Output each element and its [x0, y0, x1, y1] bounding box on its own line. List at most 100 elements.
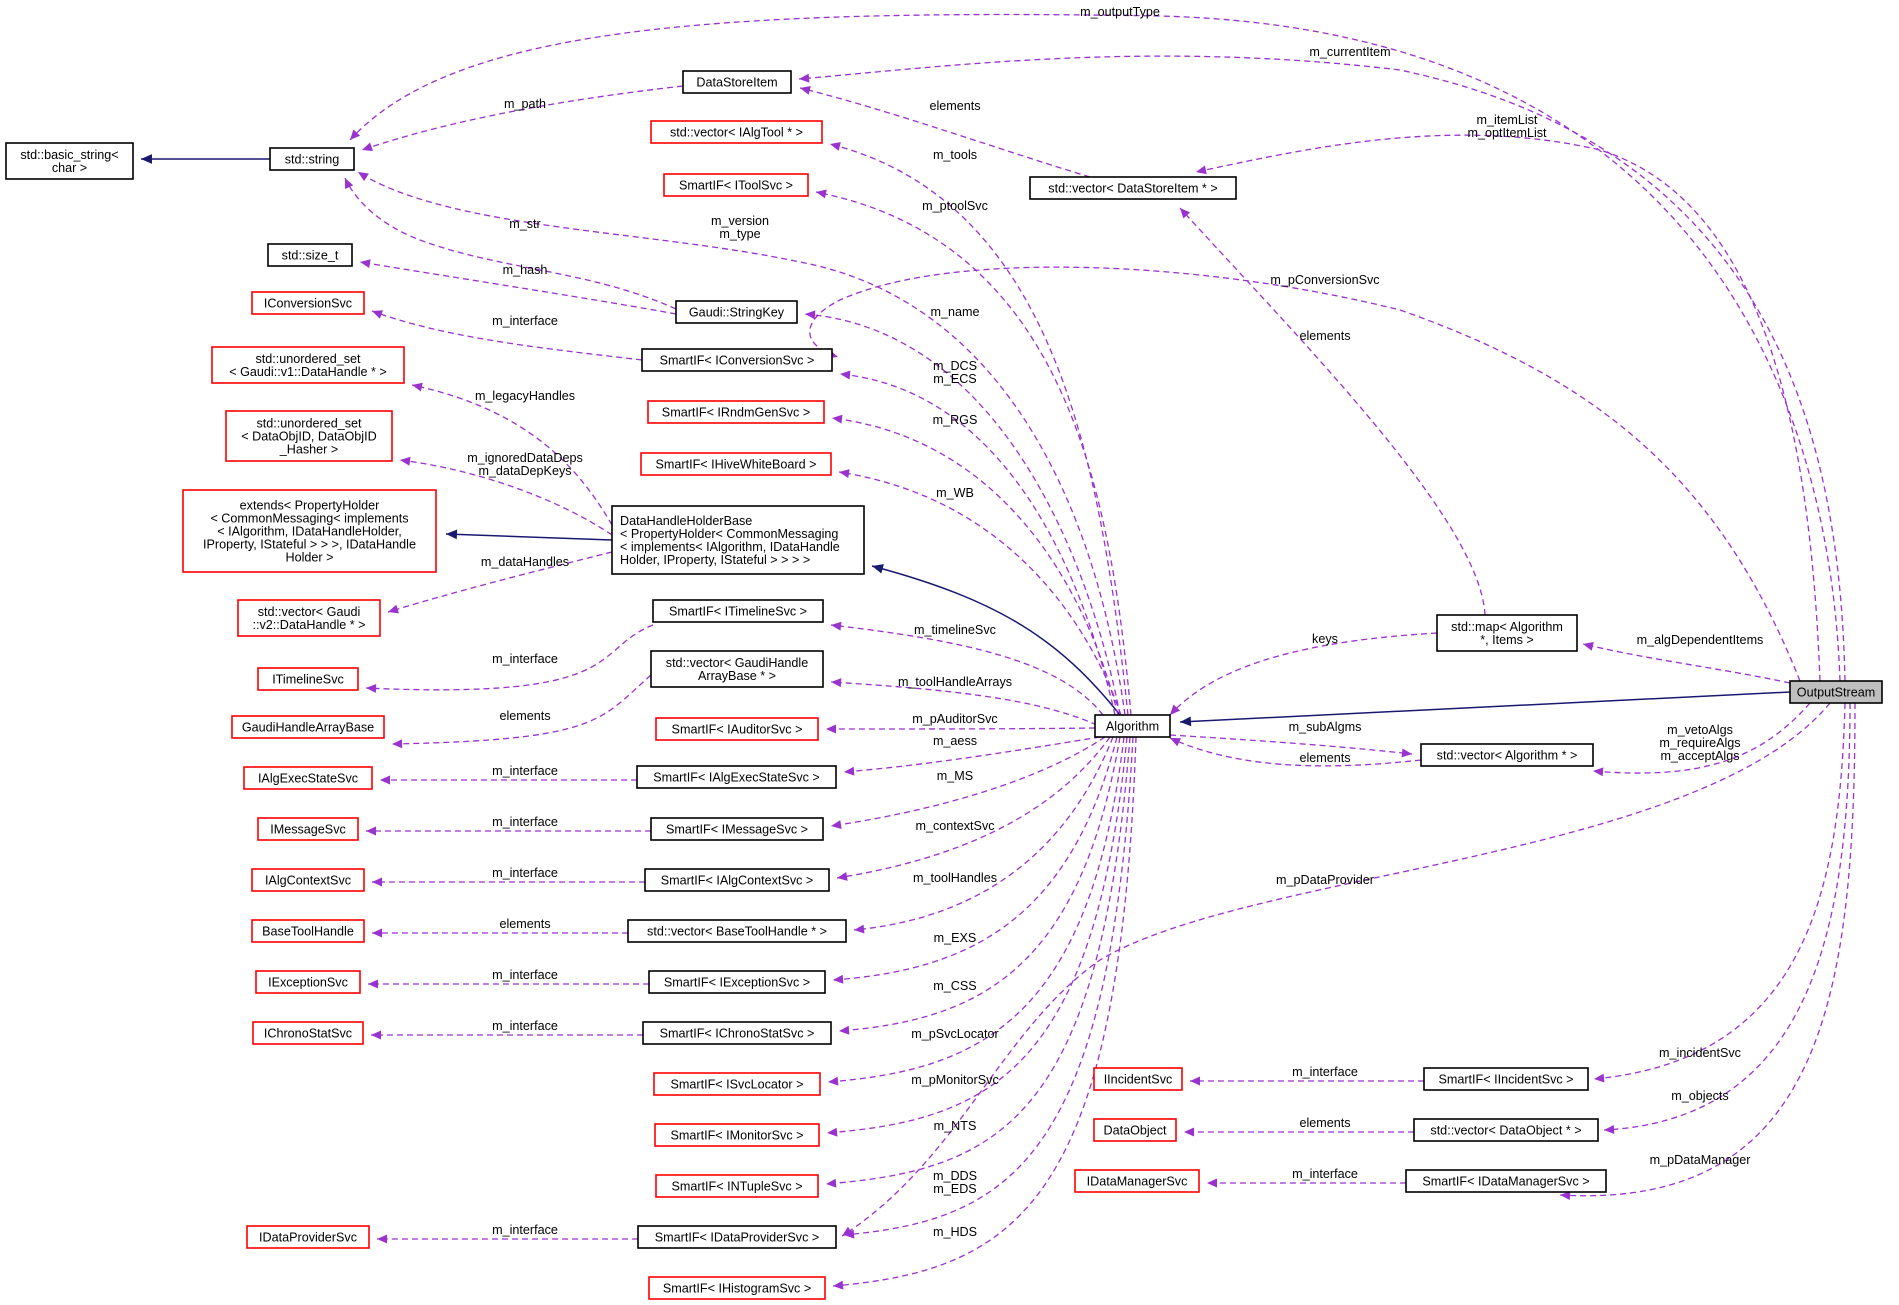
edge-label: m_RGS — [933, 413, 978, 427]
edge-label: m_interface — [492, 815, 558, 829]
edge-css-iface — [371, 1030, 643, 1040]
class-node-sif-itoolsvc[interactable]: SmartIF< IToolSvc > — [663, 173, 809, 197]
class-node-label: std::vector< Algorithm * > — [1437, 749, 1578, 763]
class-node-label: SmartIF< IHiveWhiteBoard > — [656, 458, 817, 472]
edge-label: keys — [1312, 632, 1338, 646]
class-node-label: std::unordered_set — [255, 352, 361, 366]
class-node-sif-idatamanagersvc[interactable]: SmartIF< IDataManagerSvc > — [1405, 1169, 1607, 1193]
class-node-vec-ialgtool[interactable]: std::vector< IAlgTool * > — [650, 120, 823, 144]
class-node-uset-dataobjid[interactable]: std::unordered_set< DataObjID, DataObjID… — [225, 410, 393, 462]
class-node-vec-dsi[interactable]: std::vector< DataStoreItem * > — [1029, 176, 1237, 200]
class-node-vec-v2dh[interactable]: std::vector< Gaudi::v2::DataHandle * > — [237, 599, 381, 637]
class-node-size-t[interactable]: std::size_t — [267, 243, 353, 267]
class-node-basetoolhandle[interactable]: BaseToolHandle — [251, 919, 365, 943]
edge-label: m_CSS — [933, 979, 976, 993]
edge-label: m_outputType — [1080, 5, 1160, 19]
edge-pSvcLocator — [827, 736, 1125, 1086]
edge-dps-iface — [377, 1234, 639, 1244]
edge-subAlgms — [1169, 734, 1413, 758]
class-node-label: SmartIF< ISvcLocator > — [671, 1078, 804, 1092]
class-node-itimelinesvc[interactable]: ITimelineSvc — [257, 667, 359, 691]
class-node-label: std::vector< DataObject * > — [1430, 1124, 1581, 1138]
edge-hash — [359, 259, 677, 315]
edge-label: m_HDS — [933, 1225, 977, 1239]
class-node-sif-intuplesvc[interactable]: SmartIF< INTupleSvc > — [655, 1174, 819, 1198]
class-node-label: < implements< IAlgorithm, IDataHandle — [620, 540, 840, 554]
class-node-sif-ialgcontextsvc[interactable]: SmartIF< IAlgContextSvc > — [644, 868, 830, 892]
class-node-sif-ichronostatsvc[interactable]: SmartIF< IChronoStatSvc > — [642, 1021, 832, 1045]
class-node-label: BaseToolHandle — [262, 925, 354, 939]
edge-label: m_hash — [503, 263, 548, 277]
class-node-sif-ihivewhiteboard[interactable]: SmartIF< IHiveWhiteBoard > — [640, 452, 832, 476]
class-node-extends[interactable]: extends< PropertyHolder< CommonMessaging… — [182, 489, 437, 573]
edge-str — [344, 177, 677, 310]
edge-label: m_toolHandles — [913, 871, 997, 885]
class-node-sif-irndmgensvc[interactable]: SmartIF< IRndmGenSvc > — [647, 400, 825, 424]
class-node-sif-imessagesvc[interactable]: SmartIF< IMessageSvc > — [650, 817, 824, 841]
edge-label: m_legacyHandles — [475, 389, 575, 403]
class-node-ichronostatsvc[interactable]: IChronoStatSvc — [252, 1021, 364, 1045]
class-node-dhhb[interactable]: DataHandleHolderBase< PropertyHolder< Co… — [611, 505, 865, 575]
class-node-ialgcontextsvc[interactable]: IAlgContextSvc — [251, 868, 365, 892]
class-node-vec-gaha[interactable]: std::vector< GaudiHandleArrayBase * > — [650, 650, 824, 688]
class-node-label: SmartIF< IConversionSvc > — [660, 354, 815, 368]
class-node-sif-iconversionsvc[interactable]: SmartIF< IConversionSvc > — [641, 348, 833, 372]
class-node-label: Algorithm — [1106, 720, 1159, 734]
edge-toolHandleArrays — [830, 678, 1098, 726]
edge-DCS — [839, 370, 1116, 716]
edge-label: m_contextSvc — [915, 819, 994, 833]
class-node-sif-isvclocator[interactable]: SmartIF< ISvcLocator > — [653, 1072, 821, 1096]
class-node-imessagesvc[interactable]: IMessageSvc — [257, 817, 359, 841]
class-node-output[interactable]: OutputStream — [1789, 680, 1883, 704]
class-node-label: SmartIF< IHistogramSvc > — [663, 1282, 811, 1296]
class-node-sif-ialgexecstatesvc[interactable]: SmartIF< IAlgExecStateSvc > — [636, 765, 837, 789]
class-node-sif-iincidentsvc[interactable]: SmartIF< IIncidentSvc > — [1423, 1067, 1589, 1091]
edge-toolHandles — [853, 736, 1114, 934]
class-node-iconversionsvc[interactable]: IConversionSvc — [251, 291, 365, 315]
class-node-sif-iexceptionsvc[interactable]: SmartIF< IExceptionSvc > — [648, 970, 826, 994]
class-node-datastoreitem[interactable]: DataStoreItem — [682, 70, 792, 94]
class-node-dataobject[interactable]: DataObject — [1093, 1118, 1177, 1142]
edge-label: m_subAlgms — [1289, 720, 1362, 734]
class-node-sif-idataprovidersvc[interactable]: SmartIF< IDataProviderSvc > — [637, 1225, 837, 1249]
class-node-label: IProperty, IStateful > > >, IDataHandle — [203, 538, 416, 552]
edge-label: elements — [1299, 1116, 1350, 1130]
class-node-stringkey[interactable]: Gaudi::StringKey — [675, 300, 798, 324]
edge-label: m_algDependentItems — [1637, 633, 1764, 647]
class-node-idataprovidersvc[interactable]: IDataProviderSvc — [246, 1225, 370, 1249]
edge-elements-dsi — [799, 86, 1091, 178]
edge-label: m_pDataProvider — [1276, 873, 1374, 887]
edge-label: m_pAuditorSvc — [912, 712, 997, 726]
class-node-map-alg[interactable]: std::map< Algorithm*, Items > — [1436, 614, 1578, 652]
class-node-label: *, Items > — [1480, 633, 1534, 647]
edge-pAuditorSvc — [825, 724, 1096, 734]
class-node-iincidentsvc[interactable]: IIncidentSvc — [1093, 1067, 1183, 1091]
class-node-gaudihandlearraybase[interactable]: GaudiHandleArrayBase — [231, 715, 385, 739]
class-node-sif-iauditorsvc[interactable]: SmartIF< IAuditorSvc > — [655, 717, 819, 741]
class-node-idatamanagersvc[interactable]: IDataManagerSvc — [1074, 1169, 1200, 1193]
class-node-label: std::vector< GaudiHandle — [666, 656, 808, 670]
class-node-basic-string[interactable]: std::basic_string<char > — [5, 142, 134, 180]
class-node-algorithm[interactable]: Algorithm — [1094, 714, 1171, 738]
edge-label: elements — [1299, 329, 1350, 343]
class-node-iexceptionsvc[interactable]: IExceptionSvc — [255, 970, 361, 994]
edge-name — [804, 310, 1121, 716]
class-node-string[interactable]: std::string — [269, 147, 355, 171]
class-node-sif-imonitorsvc[interactable]: SmartIF< IMonitorSvc > — [654, 1123, 820, 1147]
edge-label: m_pMonitorSvc — [911, 1073, 999, 1087]
class-node-uset-datahandle[interactable]: std::unordered_set< Gaudi::v1::DataHandl… — [211, 346, 405, 384]
class-node-vec-basetoolhandle[interactable]: std::vector< BaseToolHandle * > — [627, 919, 847, 943]
class-node-vec-alg[interactable]: std::vector< Algorithm * > — [1420, 743, 1594, 767]
class-node-label: Holder > — [286, 551, 334, 565]
class-node-sif-itimelinesvc[interactable]: SmartIF< ITimelineSvc > — [652, 599, 824, 623]
edge-dataobj-elements — [1184, 1127, 1415, 1137]
edge-label: m_interface — [492, 1223, 558, 1237]
class-node-label: std::vector< DataStoreItem * > — [1048, 182, 1217, 196]
class-node-vec-dataobject[interactable]: std::vector< DataObject * > — [1413, 1118, 1599, 1142]
class-node-ialgexecstatesvc[interactable]: IAlgExecStateSvc — [243, 766, 373, 790]
class-node-label: < PropertyHolder< CommonMessaging — [620, 527, 838, 541]
class-node-label: IDataProviderSvc — [259, 1231, 357, 1245]
class-node-sif-ihistogramsvc[interactable]: SmartIF< IHistogramSvc > — [648, 1276, 826, 1300]
edge-tools — [829, 142, 1129, 716]
